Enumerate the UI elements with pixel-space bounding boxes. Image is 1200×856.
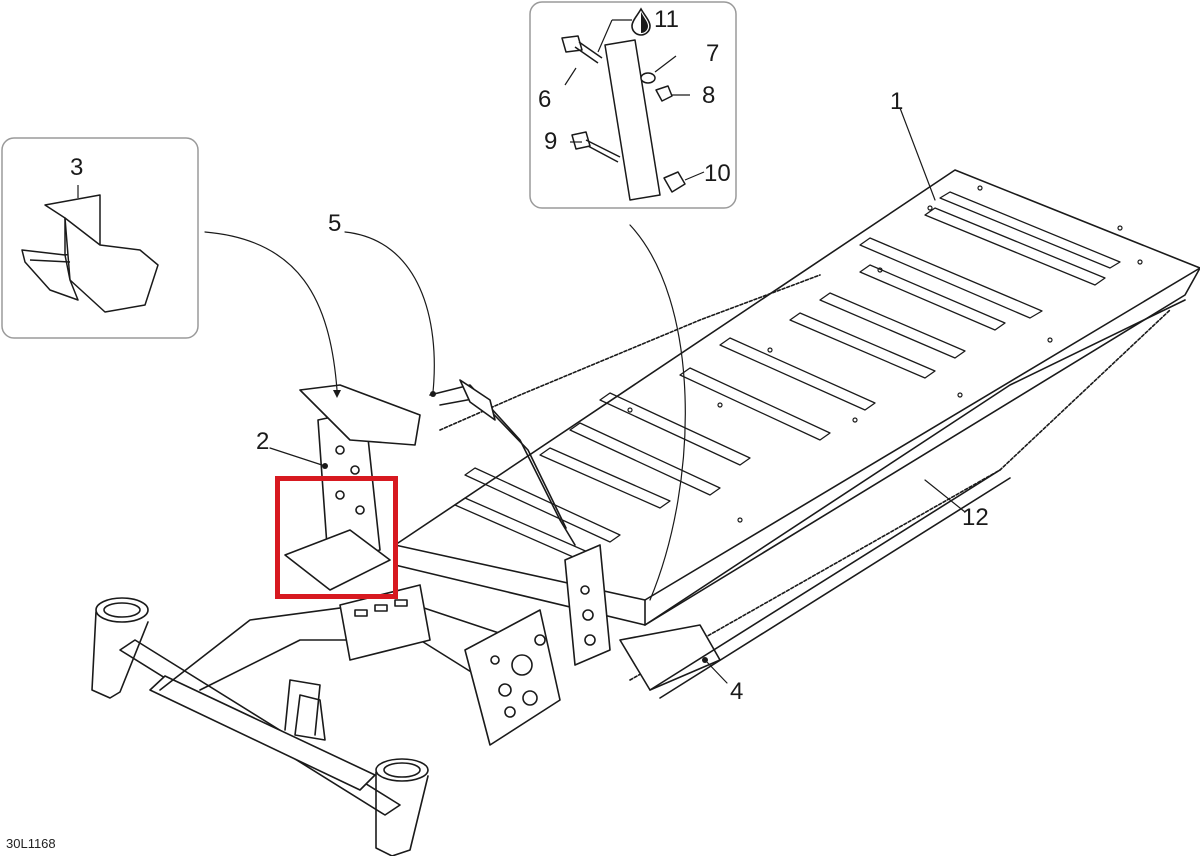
tunnel-deck [394,169,1200,681]
figure-id: 30L1168 [6,836,56,851]
callout-4: 4 [730,678,744,705]
callout-2: 2 [256,428,270,455]
callout-9: 9 [544,128,558,155]
side-bracket [299,384,421,561]
callout-8: 8 [702,82,716,109]
callout-1: 1 [890,88,904,115]
footrest [284,529,431,661]
callout-6: 6 [538,86,552,113]
callout-10: 10 [704,160,731,187]
oil-drop-icon [631,7,651,36]
steering-support [429,379,576,546]
highlight-box [275,476,398,599]
callout-3: 3 [70,154,84,181]
front-subframe [91,597,521,856]
inset-hardware [529,1,737,209]
inset-part-3 [1,137,199,339]
callout-7: 7 [706,40,720,67]
callout-5: 5 [328,210,342,237]
running-board [619,469,1011,699]
callout-11: 11 [654,6,679,33]
callout-12: 12 [962,504,989,531]
leader-lines [204,107,966,684]
front-bulkhead [464,544,611,746]
